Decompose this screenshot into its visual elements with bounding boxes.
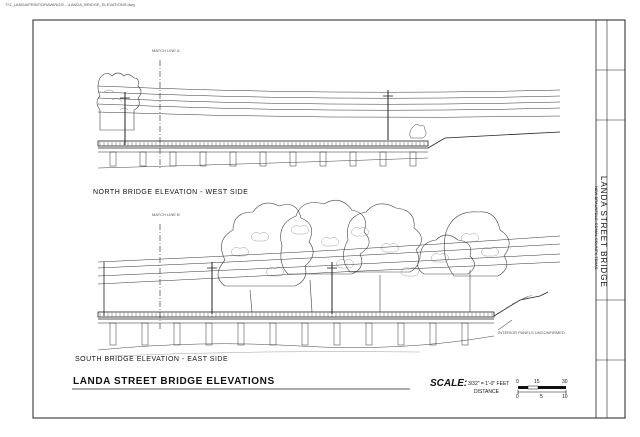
bridge-location: NEW BRAUNFELS, COMAL COUNTY, TEXAS [594,186,599,270]
south-elevation [97,199,561,357]
scale-bar [517,385,567,394]
scale-distance-label: DISTANCE [474,389,499,395]
north-elevation [96,60,561,170]
scale-tick-bottom-1: 5 [540,394,543,400]
scale-value: 3/32" = 1'-0" FEET [468,381,510,387]
south-railing-balusters [99,313,493,317]
bridge-name-title: LANDA STREET BRIDGE [599,176,608,288]
sheet-title: LANDA STREET BRIDGE ELEVATIONS [73,376,275,387]
south-piers [109,322,469,346]
scale-tick-top-2: 30 [562,379,568,385]
scale-tick-top-0: 0 [516,379,519,385]
south-elevation-caption: SOUTH BRIDGE ELEVATION - EAST SIDE [75,356,229,363]
match-line-label-north: MATCH LINE A [152,48,180,53]
north-elevation-caption: NORTH BRIDGE ELEVATION - WEST SIDE [93,189,249,196]
tree-canopy-texture [231,225,499,277]
scale-word: SCALE: [430,378,468,389]
match-line-label-south: MATCH LINE B [152,212,180,217]
sheet-border [32,19,626,419]
file-path-label: T:\1_LANDA\PRINT\DRAWINGS\...\LANDA_BRID… [5,2,135,7]
north-piers [109,151,417,167]
panel-callout-note: INTERIOR PANELS UNCONFIRMED [498,330,565,335]
scale-tick-bottom-0: 0 [516,394,519,400]
scale-tick-top-1: 15 [534,379,540,385]
scale-tick-bottom-2: 10 [562,394,568,400]
north-railing-balusters [99,142,425,146]
